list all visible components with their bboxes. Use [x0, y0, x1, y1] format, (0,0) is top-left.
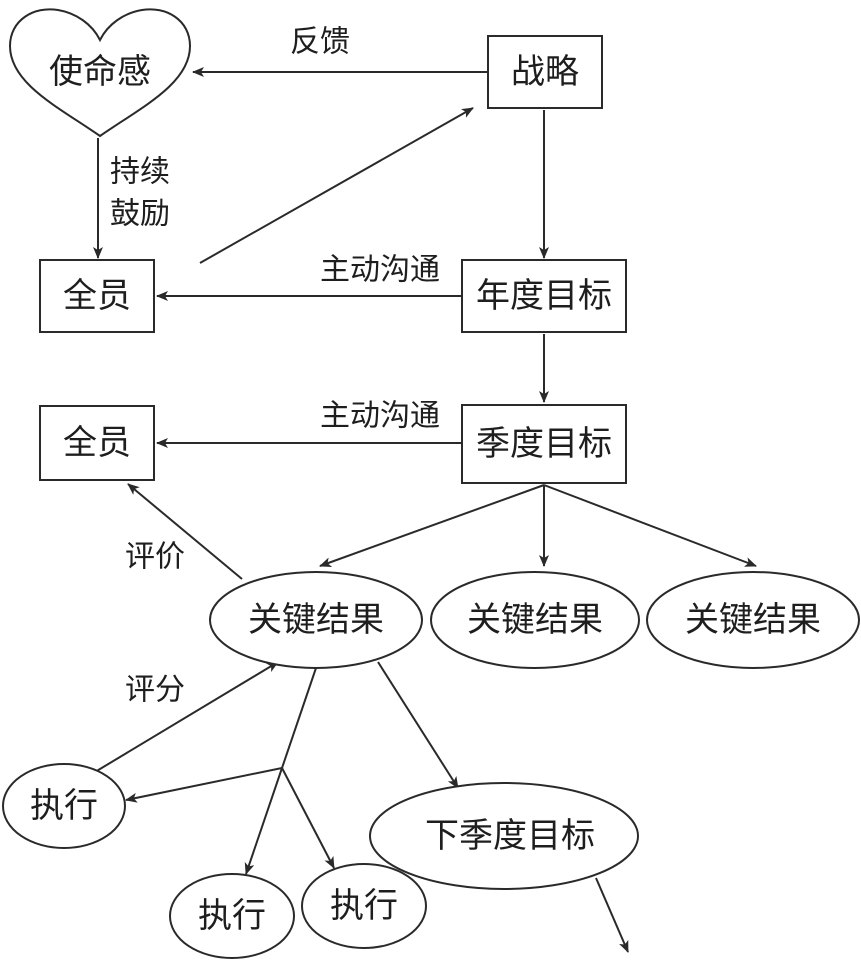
edge-key-result-branch [281, 667, 317, 769]
node-execution-3: 执行 [301, 863, 427, 949]
strategy-label: 战略 [511, 52, 579, 92]
node-all-staff-top: 全员 [39, 259, 155, 333]
node-strategy: 战略 [487, 35, 603, 109]
execution-2-label: 执行 [198, 896, 266, 936]
edge-label-evaluate: 评价 [125, 540, 185, 575]
edge-all-staff-to-strategy [199, 107, 474, 264]
edge-label-encourage-line2: 鼓励 [110, 197, 170, 232]
node-annual-goal: 年度目标 [461, 259, 627, 333]
annual-goal-label: 年度目标 [476, 276, 612, 316]
all-staff-middle-label: 全员 [63, 423, 131, 463]
edge-label-communicate-2: 主动沟通 [320, 399, 440, 434]
edge-label-feedback: 反馈 [290, 25, 350, 60]
edge-label-communicate-1: 主动沟通 [320, 253, 440, 288]
quarterly-goal-label: 季度目标 [476, 424, 612, 464]
node-quarterly-goal: 季度目标 [461, 404, 627, 484]
node-execution-1: 执行 [2, 763, 126, 849]
next-quarter-goal-label: 下季度目标 [425, 816, 595, 856]
edge-next-quarter-continue [595, 877, 629, 953]
edge-key-result-to-next-quarter [377, 661, 459, 789]
edge-branch-to-execution-1 [125, 767, 283, 803]
edge-branch-to-execution-3 [281, 767, 335, 869]
mission-label: 使命感 [49, 52, 151, 92]
node-key-result-1: 关键结果 [209, 571, 423, 669]
node-execution-2: 执行 [169, 873, 295, 959]
execution-1-label: 执行 [30, 786, 98, 826]
node-key-result-2: 关键结果 [430, 571, 640, 669]
edge-label-score: 评分 [125, 673, 185, 708]
node-mission: 使命感 [8, 8, 192, 138]
key-result-2-label: 关键结果 [467, 600, 603, 640]
edge-key-result-to-all-staff [127, 483, 243, 580]
edge-quarterly-to-key-result-3 [543, 484, 757, 567]
key-result-3-label: 关键结果 [685, 600, 821, 640]
key-result-1-label: 关键结果 [248, 600, 384, 640]
edge-execution-to-key-result [94, 661, 279, 773]
node-next-quarter-goal: 下季度目标 [369, 782, 639, 890]
all-staff-top-label: 全员 [63, 276, 131, 316]
node-key-result-3: 关键结果 [646, 571, 860, 669]
edge-quarterly-to-key-result-1 [319, 484, 545, 567]
node-all-staff-middle: 全员 [39, 405, 155, 481]
heart-icon [8, 8, 192, 138]
execution-3-label: 执行 [330, 886, 398, 926]
edge-branch-to-execution-2 [244, 767, 283, 875]
edge-label-encourage-line1: 持续 [110, 155, 170, 190]
